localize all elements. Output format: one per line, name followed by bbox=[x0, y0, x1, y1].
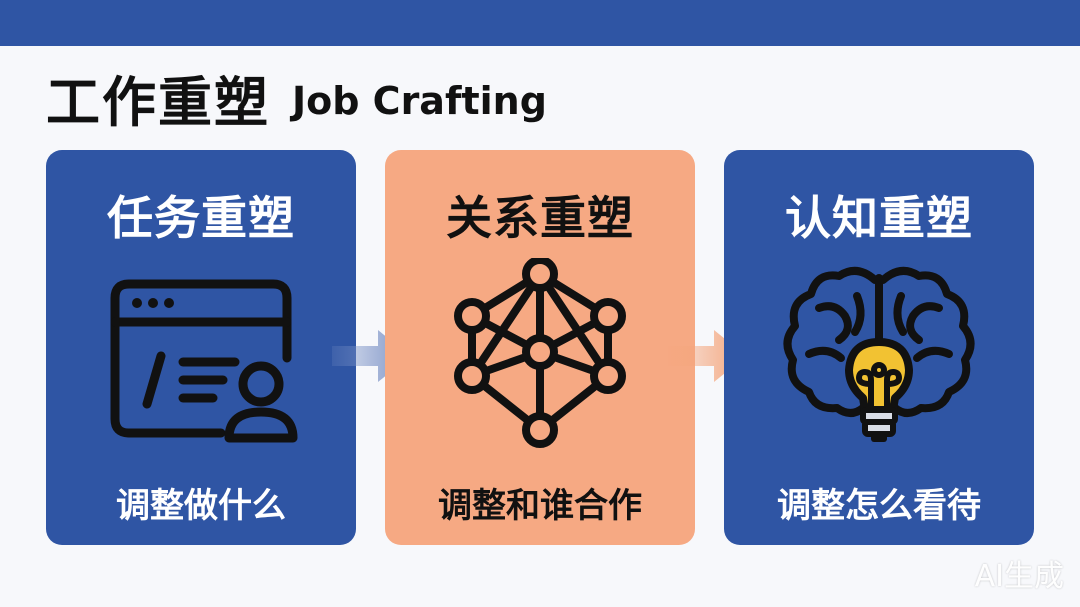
task-window-user-icon bbox=[110, 279, 298, 443]
page-title-chinese: 工作重塑 bbox=[46, 70, 270, 134]
card-title: 关系重塑 bbox=[446, 191, 634, 245]
brain-lightbulb-icon bbox=[783, 266, 975, 442]
card-subtitle: 调整和谁合作 bbox=[438, 486, 642, 526]
card-subtitle: 调整做什么 bbox=[116, 486, 286, 526]
card-title: 认知重塑 bbox=[785, 191, 973, 245]
page-title-english: Job Crafting bbox=[292, 79, 547, 123]
card-subtitle: 调整怎么看待 bbox=[777, 486, 981, 526]
card-cognitive-crafting: 认知重塑 调整怎么看待 bbox=[724, 150, 1034, 545]
card-relationship-crafting: 关系重塑 调整和谁合作 bbox=[385, 150, 695, 545]
top-banner bbox=[0, 0, 1080, 46]
network-nodes-icon bbox=[454, 258, 626, 448]
card-task-crafting: 任务重塑 调整做什么 bbox=[46, 150, 356, 545]
ai-generated-watermark: AI生成 bbox=[974, 559, 1064, 594]
card-title: 任务重塑 bbox=[107, 191, 295, 245]
page-title: 工作重塑 Job Crafting bbox=[46, 62, 547, 134]
